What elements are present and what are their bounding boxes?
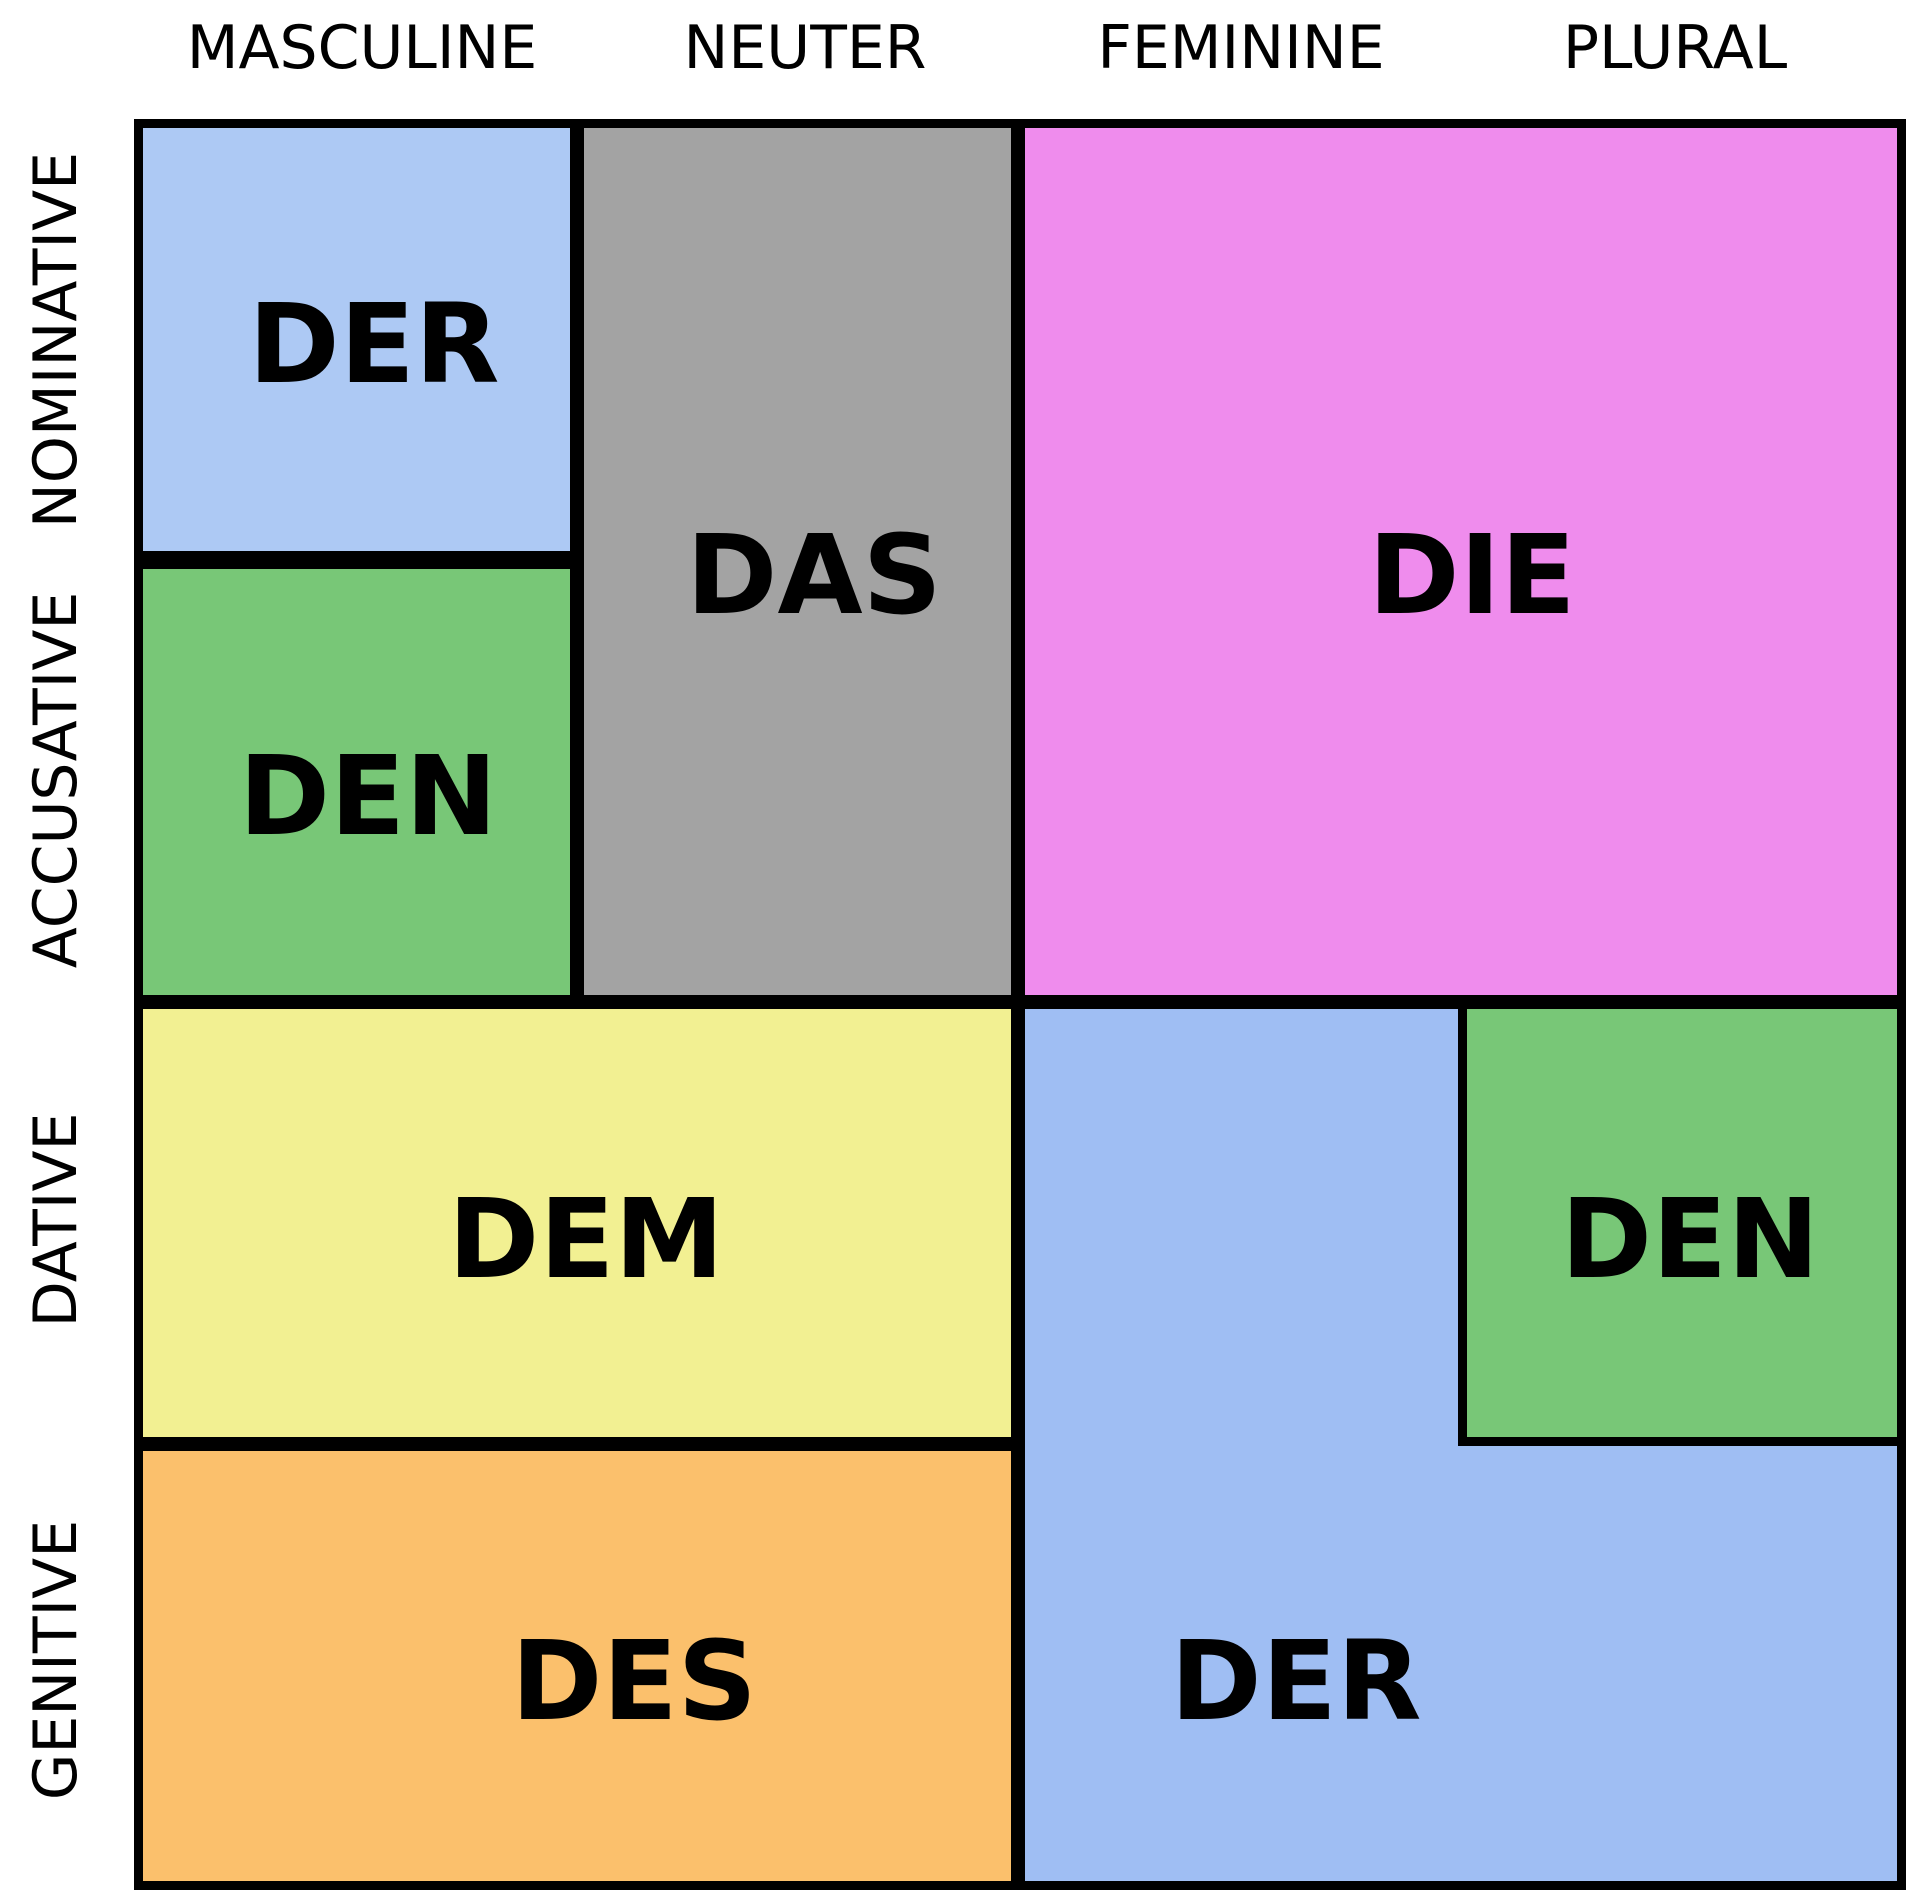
cell-den-plural-dative <box>1458 1000 1906 1446</box>
row-label-accusative: ACCUSATIVE <box>21 591 91 969</box>
cell-dem-dative <box>134 1000 1020 1446</box>
cell-der-masculine-nominative <box>134 119 579 560</box>
cell-die-feminine-plural <box>1016 119 1906 1004</box>
article-das: DAS <box>686 511 942 639</box>
column-label-masculine: MASCULINE <box>186 13 538 83</box>
cell-das-neuter <box>575 119 1020 1004</box>
article-dem: DEM <box>448 1175 724 1303</box>
row-label-genitive: GENITIVE <box>21 1519 91 1801</box>
row-label-dative: DATIVE <box>21 1112 91 1328</box>
column-label-neuter: NEUTER <box>683 13 927 83</box>
row-label-nominative: NOMINATIVE <box>21 151 91 529</box>
article-der-nominative: DER <box>248 280 500 408</box>
cell-des-genitive <box>134 1442 1020 1890</box>
column-label-feminine: FEMININE <box>1097 13 1385 83</box>
article-den-plural-dative: DEN <box>1560 1175 1820 1303</box>
article-der-feminine-plural: DER <box>1170 1617 1422 1745</box>
cell-den-masculine-accusative <box>134 560 579 1004</box>
article-des: DES <box>511 1617 757 1745</box>
column-label-plural: PLURAL <box>1562 13 1788 83</box>
article-die: DIE <box>1368 511 1576 639</box>
article-den-accusative: DEN <box>238 732 498 860</box>
